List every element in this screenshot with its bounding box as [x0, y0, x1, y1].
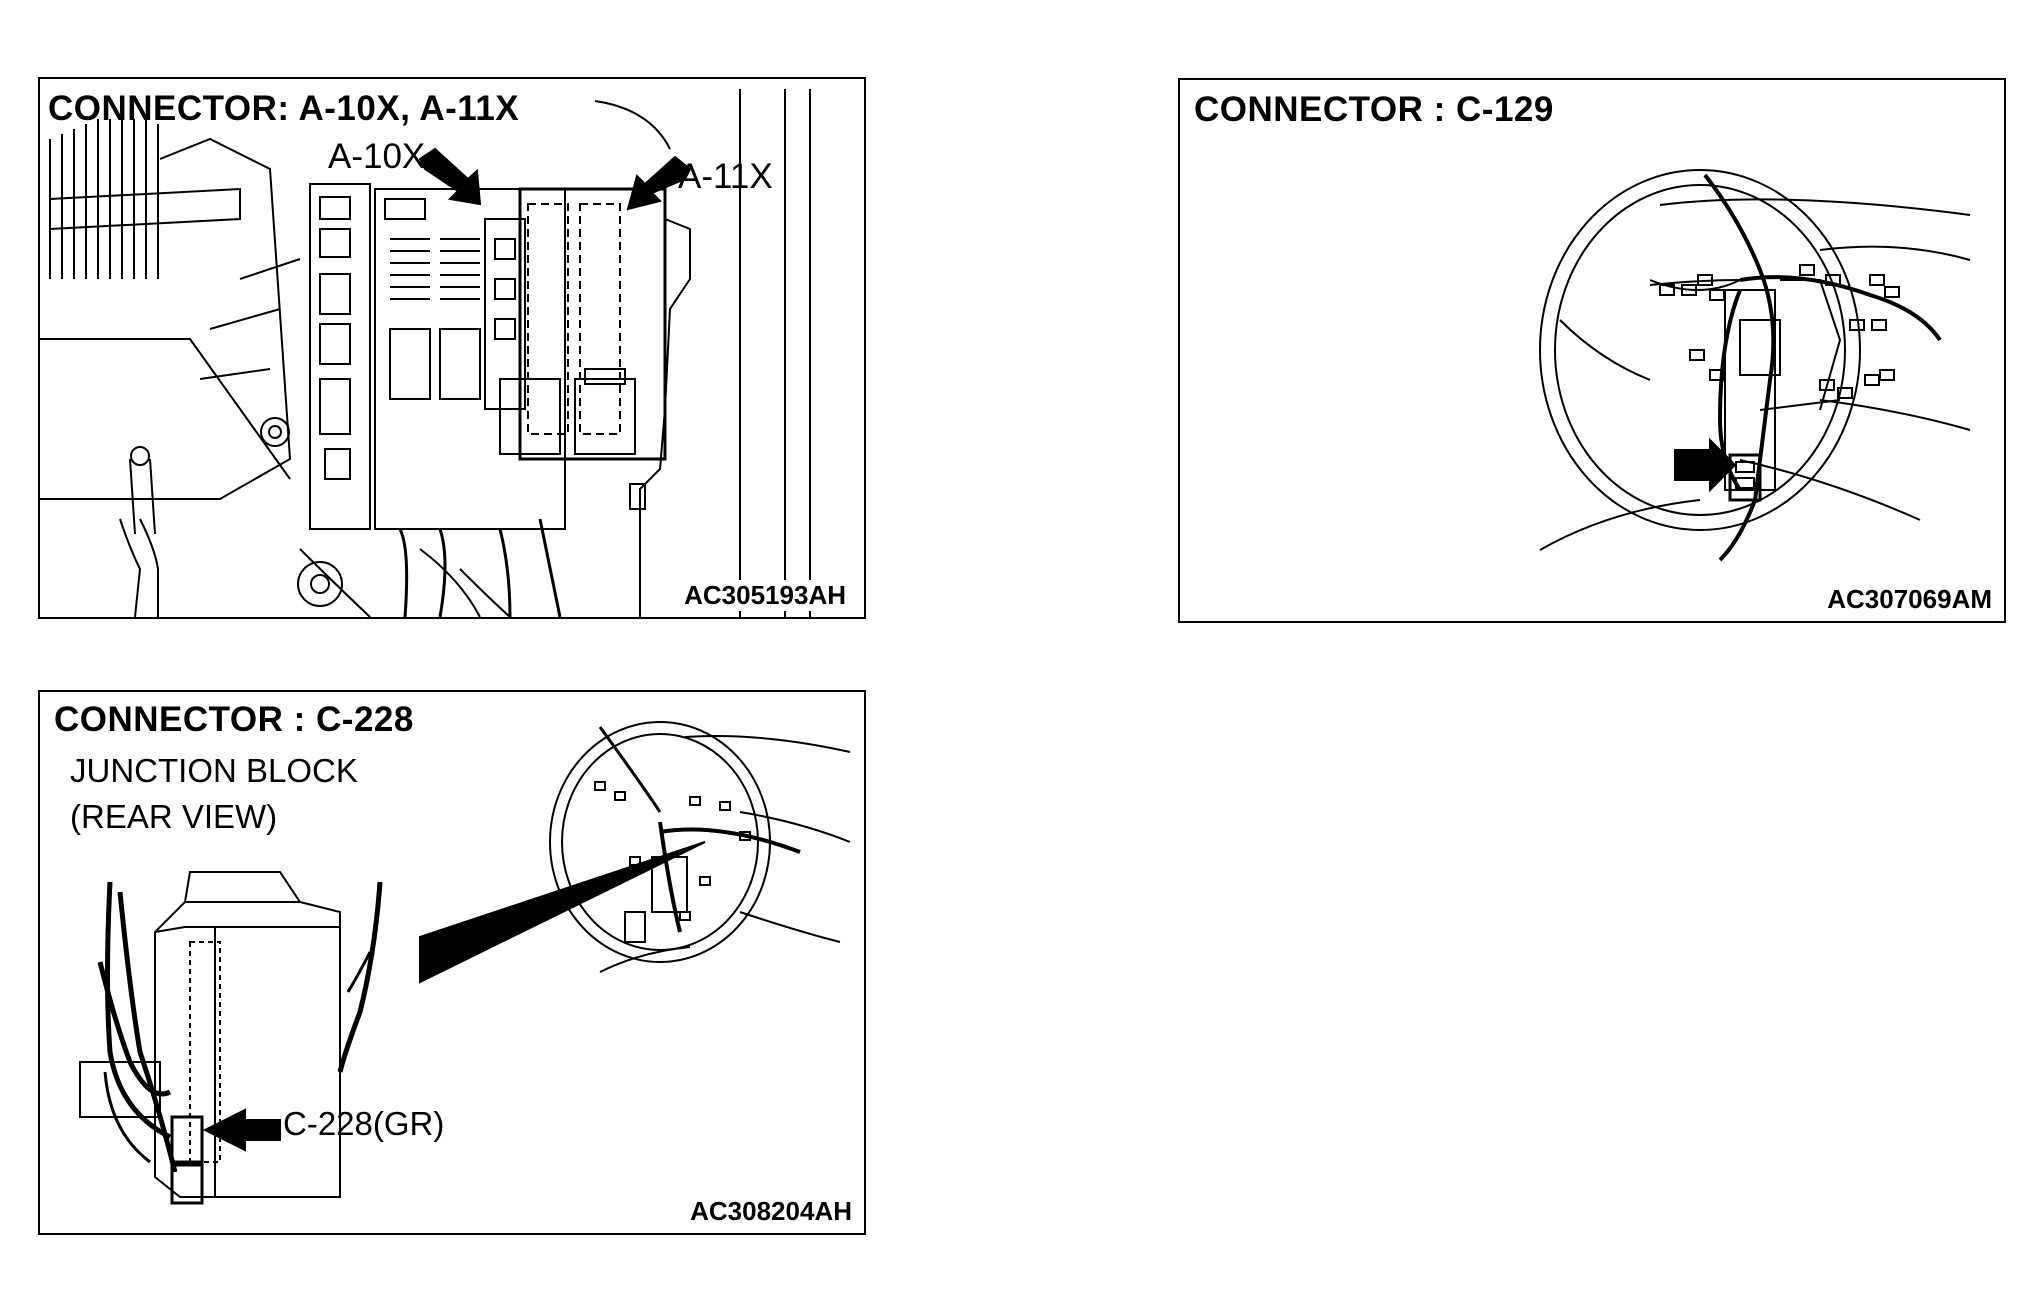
dashboard-wiring-illustration	[1539, 169, 1971, 562]
radiator-fins	[49, 119, 159, 279]
subtitle-line-2: (REAR VIEW)	[70, 798, 278, 835]
figure-code: AC305193AH	[684, 580, 846, 611]
subtitle-line-1: JUNCTION BLOCK	[70, 752, 358, 789]
fuse-rows	[390, 238, 480, 300]
panel-connector-c228: CONNECTOR : C-228 JUNCTION BLOCK (REAR V…	[38, 690, 866, 1235]
arrow-c228	[202, 1108, 281, 1152]
figure-code: AC308204AH	[690, 1196, 852, 1227]
connector-c228-body	[170, 1115, 204, 1164]
junction-block-illustration	[79, 721, 851, 1205]
label-a11x: A-11X	[678, 157, 773, 196]
junction-block-outline	[154, 871, 341, 1198]
engine-bay-fuse-box-illustration	[40, 89, 811, 617]
arrow-a11x	[626, 155, 692, 211]
arrow-a10x	[418, 147, 482, 206]
panel-title: CONNECTOR : C-129	[1194, 90, 1554, 129]
label-a10x: A-10X	[328, 137, 426, 176]
panel-title: CONNECTOR: A-10X, A-11X	[48, 89, 520, 128]
arrow-c129	[1674, 437, 1737, 493]
callout-c228: C-228(GR)	[283, 1105, 445, 1142]
figure-code: AC307069AM	[1827, 584, 1992, 615]
small-connectors	[1659, 264, 1900, 399]
panel-connector-c129: CONNECTOR : C-129 AC307069AM	[1178, 78, 2006, 623]
panel-title: CONNECTOR : C-228	[54, 700, 414, 739]
panel-connector-a10x-a11x: CONNECTOR: A-10X, A-11X A-10X A-11X AC30…	[38, 77, 866, 619]
pointer-wedge	[419, 841, 706, 984]
